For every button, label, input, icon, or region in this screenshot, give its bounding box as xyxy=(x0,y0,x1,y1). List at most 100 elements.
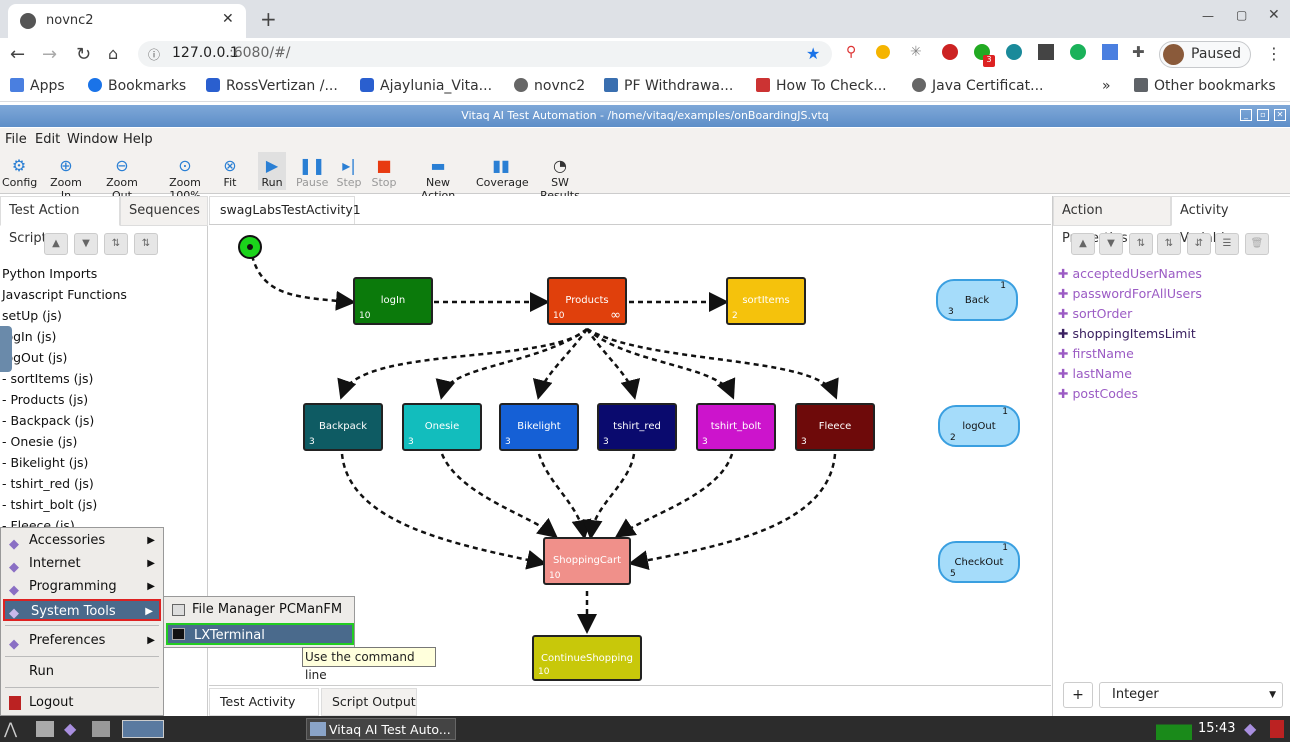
bookmark-java-cert[interactable]: Java Certificat... xyxy=(912,78,1043,94)
menu-file[interactable]: File xyxy=(5,132,27,147)
diamond-icon[interactable]: ◆ xyxy=(64,719,77,738)
variable-item[interactable]: ✚lastName xyxy=(1058,366,1132,381)
sort-desc-icon[interactable]: ⇅ xyxy=(1157,233,1181,255)
menu-item-run[interactable]: Run xyxy=(29,664,54,679)
tab-activity-variables[interactable]: Activity Variables xyxy=(1171,196,1290,246)
coverage-button[interactable]: ▮▮Coverage xyxy=(476,156,529,189)
stop-button[interactable]: ■Stop xyxy=(371,156,397,189)
script-item[interactable]: Python Imports xyxy=(2,266,98,281)
pause-button[interactable]: ❚❚Pause xyxy=(296,156,329,189)
move-up-icon[interactable]: ▲ xyxy=(44,233,68,255)
script-item[interactable]: - Onesie (js) xyxy=(2,434,78,449)
menu-item-internet[interactable]: ◆Internet▶ xyxy=(3,553,161,575)
script-item[interactable]: Javascript Functions xyxy=(2,287,127,302)
variable-type-select[interactable]: Integer▼ xyxy=(1099,682,1283,708)
extension-icon[interactable] xyxy=(942,44,958,60)
step-button[interactable]: ▸|Step xyxy=(336,156,362,189)
translate-icon[interactable] xyxy=(1102,44,1118,60)
variable-item[interactable]: ✚passwordForAllUsers xyxy=(1058,286,1202,301)
windows-icon[interactable] xyxy=(92,721,110,737)
menu-item-file-manager[interactable]: File Manager PCManFM xyxy=(166,599,352,621)
profile-button[interactable]: Paused xyxy=(1159,41,1251,68)
extension-icon[interactable] xyxy=(1038,44,1054,60)
back-icon[interactable]: ← xyxy=(10,44,26,65)
app-minimize-icon[interactable]: _ xyxy=(1240,109,1252,121)
extension-icon[interactable] xyxy=(1070,44,1086,60)
list-icon[interactable]: ☰ xyxy=(1215,233,1239,255)
bookmark-star-icon[interactable]: ★ xyxy=(806,44,821,63)
sort-asc-icon[interactable]: ⇅ xyxy=(1129,233,1153,255)
close-tab-icon[interactable]: ✕ xyxy=(222,11,234,27)
home-icon[interactable]: ⌂ xyxy=(108,44,119,63)
browser-tab[interactable]: novnc2 ✕ xyxy=(8,4,246,38)
script-item[interactable]: setUp (js) xyxy=(2,308,62,323)
zoom-in-button[interactable]: ⊕Zoom In xyxy=(44,156,88,202)
run-button[interactable]: ▶Run xyxy=(258,152,286,190)
extension-icon[interactable] xyxy=(876,45,890,59)
start-menu-icon[interactable]: ⋀ xyxy=(4,719,18,738)
reload-icon[interactable]: ↻ xyxy=(76,44,92,65)
variable-item[interactable]: ✚firstName xyxy=(1058,346,1134,361)
menu-item-system-tools[interactable]: ◆System Tools▶ xyxy=(3,599,161,621)
taskbar-window-button[interactable]: Vitaq AI Test Auto... xyxy=(306,718,456,740)
move-down-icon[interactable]: ▼ xyxy=(74,233,98,255)
bookmark-apps[interactable]: Apps xyxy=(10,78,65,94)
site-info-icon[interactable]: ⓘ xyxy=(148,48,161,62)
menu-help[interactable]: Help xyxy=(123,132,153,147)
tab-action-properties[interactable]: Action Properties xyxy=(1053,196,1171,246)
sort-desc-icon[interactable]: ⇅ xyxy=(134,233,158,255)
delete-icon[interactable]: 🗑 xyxy=(1245,233,1269,255)
file-manager-icon[interactable] xyxy=(36,721,54,737)
address-bar[interactable]: ⓘ 127.0.0.1 :6080/#/ ★ xyxy=(138,41,832,67)
script-item[interactable]: logIn (js) xyxy=(2,329,57,344)
close-window-icon[interactable]: ✕ xyxy=(1268,7,1280,23)
canvas-tab[interactable]: swagLabsTestActivity1 xyxy=(209,196,361,224)
sort-icon[interactable]: ⇵ xyxy=(1187,233,1211,255)
variable-item-selected[interactable]: ✚shoppingItemsLimit xyxy=(1058,326,1196,341)
script-item[interactable]: - Backpack (js) xyxy=(2,413,95,428)
sort-asc-icon[interactable]: ⇅ xyxy=(104,233,128,255)
tab-sequences[interactable]: Sequences xyxy=(120,196,208,226)
menu-window[interactable]: Window xyxy=(67,132,119,147)
bookmark-pf-withdrawal[interactable]: PF Withdrawa... xyxy=(604,78,733,94)
bookmark-other[interactable]: Other bookmarks xyxy=(1134,78,1276,94)
bookmark-novnc2[interactable]: novnc2 xyxy=(514,78,585,94)
browser-menu-icon[interactable]: ⋮ xyxy=(1266,44,1282,63)
bookmark-ajaylunia[interactable]: Ajaylunia_Vita... xyxy=(360,78,492,94)
bookmark-rossvertizan[interactable]: RossVertizan /... xyxy=(206,78,338,94)
variable-item[interactable]: ✚sortOrder xyxy=(1058,306,1133,321)
app-maximize-icon[interactable]: ▫ xyxy=(1257,109,1269,121)
vnc-sidebar-handle[interactable] xyxy=(0,326,12,372)
minimize-window-icon[interactable]: — xyxy=(1202,9,1214,23)
extensions-puzzle-icon[interactable]: ✚ xyxy=(1132,43,1145,61)
menu-item-preferences[interactable]: ◆Preferences▶ xyxy=(3,630,161,652)
maximize-window-icon[interactable]: ▢ xyxy=(1236,8,1248,22)
script-item[interactable]: - Bikelight (js) xyxy=(2,455,89,470)
menu-item-accessories[interactable]: ◆Accessories▶ xyxy=(3,530,161,552)
bookmark-bookmarks[interactable]: Bookmarks xyxy=(88,78,186,94)
variable-item[interactable]: ✚postCodes xyxy=(1058,386,1138,401)
menu-item-programming[interactable]: ◆Programming▶ xyxy=(3,576,161,598)
menu-edit[interactable]: Edit xyxy=(35,132,61,147)
config-button[interactable]: ⚙Config xyxy=(2,156,38,189)
app-close-icon[interactable]: ✕ xyxy=(1274,109,1286,121)
script-item[interactable]: - sortItems (js) xyxy=(2,371,94,386)
tab-script-output[interactable]: Script Output xyxy=(321,688,417,716)
logout-icon[interactable] xyxy=(1270,720,1284,738)
diamond-icon[interactable]: ◆ xyxy=(1244,719,1257,738)
move-down-icon[interactable]: ▼ xyxy=(1099,233,1123,255)
add-variable-button[interactable]: + xyxy=(1063,682,1093,708)
extension-search-icon[interactable]: ⚲ xyxy=(846,44,857,60)
